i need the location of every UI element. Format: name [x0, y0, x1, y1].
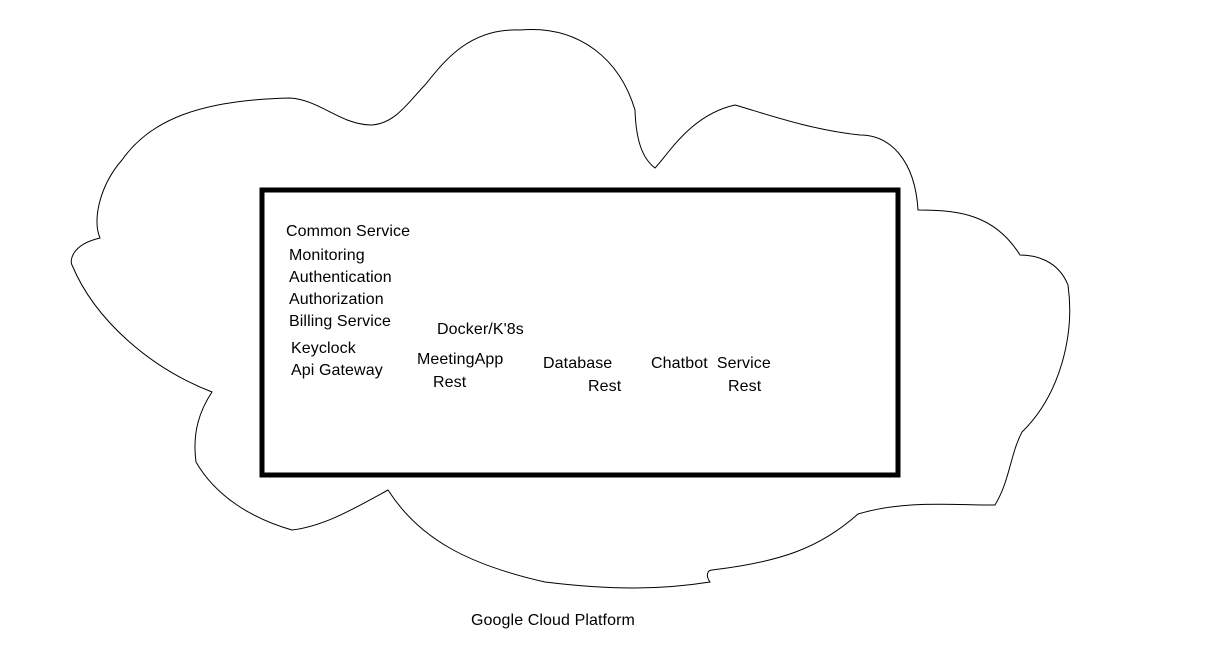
meetingapp-type: Rest — [433, 374, 467, 391]
chatbot-service-type: Rest — [728, 378, 762, 395]
database-name: Database — [543, 355, 613, 372]
keyclock-label: Keyclock — [291, 340, 356, 357]
billing-service-label: Billing Service — [289, 313, 391, 330]
service-container-box — [259, 187, 901, 478]
meetingapp-name: MeetingApp — [417, 351, 504, 368]
common-service-title: Common Service — [286, 223, 411, 240]
monitoring-label: Monitoring — [289, 247, 365, 264]
docker-k8s-label: Docker/K'8s — [437, 321, 524, 338]
api-gateway-label: Api Gateway — [291, 362, 383, 379]
authorization-label: Authorization — [289, 291, 384, 308]
database-type: Rest — [588, 378, 622, 395]
authentication-label: Authentication — [289, 269, 392, 286]
chatbot-service-name: Chatbot Service — [651, 355, 771, 372]
cloud-outline — [70, 29, 1071, 589]
platform-label: Google Cloud Platform — [471, 612, 635, 629]
